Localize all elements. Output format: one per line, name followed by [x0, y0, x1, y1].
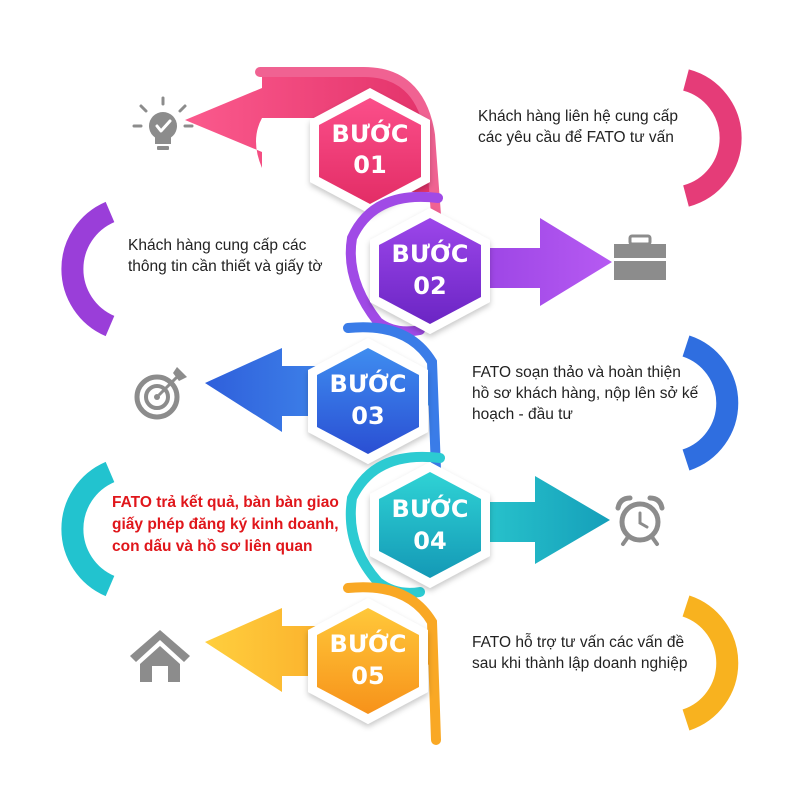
step-1-hexagon [319, 98, 421, 204]
step-2-number: 02 [413, 272, 446, 300]
step-2: BƯỚC 02 [61, 191, 666, 337]
step-1-label: BƯỚC [332, 118, 409, 148]
step-2-left-arc [61, 201, 115, 337]
step-4-description: FATO trả kết quả, bàn bàn giao giấy phép… [112, 494, 339, 555]
step-3-description: FATO soạn thảo và hoàn thiện hồ sơ khách… [472, 364, 699, 423]
step-2-description: Khách hàng cung cấp các thông tin cần th… [128, 237, 323, 275]
step-3-label: BƯỚC [330, 368, 407, 398]
alarm-clock-icon [615, 495, 665, 546]
step-3-number: 03 [351, 402, 384, 430]
step-5-hexagon [317, 608, 419, 714]
step-5-number: 05 [351, 662, 384, 690]
briefcase-icon [614, 234, 666, 280]
step-3-ribbon [343, 322, 441, 475]
step-1: BƯỚC 01 [132, 66, 742, 220]
step-4-left-arc [61, 461, 115, 597]
step-3: BƯỚC 03 [134, 322, 739, 475]
lightbulb-check-icon [132, 96, 194, 150]
step-4: BƯỚC 04 [61, 451, 665, 598]
step-5-ribbon [343, 582, 441, 745]
step-5: BƯỚC 05 [130, 582, 739, 745]
step-2-hexagon [379, 218, 481, 324]
step-4-label: BƯỚC [392, 493, 469, 523]
step-3-right-arc [682, 335, 739, 471]
step-4-number: 04 [413, 527, 446, 555]
step-2-label: BƯỚC [392, 238, 469, 268]
step-5-right-arc [682, 595, 739, 731]
step-4-hexagon [379, 472, 481, 578]
house-icon [130, 630, 190, 682]
target-icon [134, 367, 187, 420]
step-1-number: 01 [353, 151, 386, 179]
step-1-description: Khách hàng liên hệ cung cấp các yêu cầu … [478, 108, 678, 146]
step-5-description: FATO hỗ trợ tư vấn các vấn đề sau khi th… [472, 634, 688, 672]
step-3-hexagon [317, 348, 419, 454]
step-5-label: BƯỚC [330, 628, 407, 658]
step-1-right-arc [682, 69, 742, 207]
